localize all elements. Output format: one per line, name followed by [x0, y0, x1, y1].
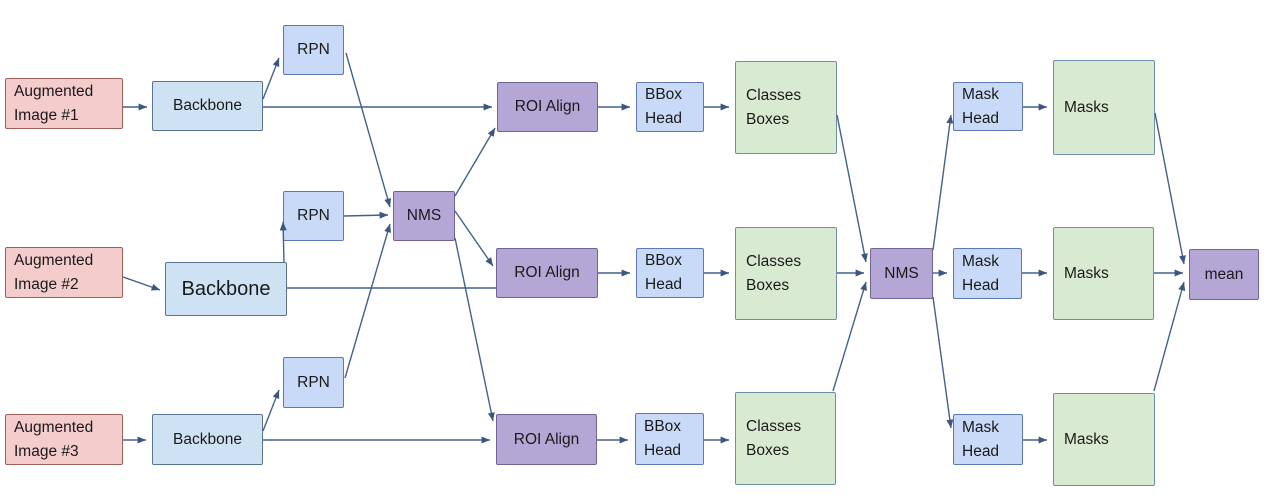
edge-classesboxes1-nms2	[836, 114, 868, 263]
node-rpn-3: RPN	[283, 357, 344, 408]
edge-nms1-roialign1	[454, 127, 496, 197]
node-mask-head-1: Mask Head	[953, 82, 1023, 131]
node-masks-1: Masks	[1053, 60, 1155, 155]
node-classes-boxes-1: Classes Boxes	[735, 61, 837, 154]
edge-rpn2-nms1	[343, 211, 389, 219]
edge-aug2-backbone2	[122, 276, 161, 291]
node-augmented-image-2: Augmented Image #2	[5, 247, 123, 298]
edge-rpn1-nms1	[345, 52, 392, 208]
node-masks-2: Masks	[1053, 227, 1154, 320]
node-roi-align-1: ROI Align	[497, 82, 598, 132]
node-mask-head-3: Mask Head	[953, 414, 1023, 465]
node-mask-head-2: Mask Head	[953, 248, 1022, 299]
node-bbox-head-2: BBox Head	[636, 248, 704, 298]
node-classes-boxes-2: Classes Boxes	[735, 227, 837, 320]
edge-backbone1-rpn1	[262, 57, 280, 100]
node-bbox-head-3: BBox Head	[635, 413, 704, 465]
node-backbone-1: Backbone	[152, 81, 263, 131]
node-rpn-1: RPN	[283, 25, 344, 75]
edge-nms2-maskhead1	[932, 114, 954, 251]
node-classes-boxes-3: Classes Boxes	[735, 392, 836, 485]
node-backbone-3: Backbone	[152, 414, 263, 465]
node-backbone-2: Backbone	[165, 262, 287, 316]
node-roi-align-2: ROI Align	[496, 248, 598, 298]
edge-nms1-roialign3	[454, 237, 495, 422]
node-masks-3: Masks	[1053, 393, 1155, 486]
edge-masks1-mean	[1154, 112, 1186, 265]
node-rpn-2: RPN	[283, 191, 344, 241]
node-augmented-image-1: Augmented Image #1	[5, 78, 123, 129]
edge-classesboxes3-nms2	[832, 281, 867, 392]
edge-nms2-maskhead3	[932, 296, 954, 429]
edge-rpn3-nms1	[344, 223, 392, 379]
node-mean: mean	[1189, 249, 1259, 300]
node-roi-align-3: ROI Align	[496, 414, 597, 465]
node-bbox-head-1: BBox Head	[636, 82, 704, 132]
edge-backbone3-rpn3	[262, 389, 280, 432]
edge-masks3-mean	[1153, 281, 1186, 392]
node-nms-1: NMS	[393, 191, 455, 241]
node-augmented-image-3: Augmented Image #3	[5, 414, 123, 465]
edge-nms1-roialign2	[454, 210, 494, 267]
node-nms-2: NMS	[870, 248, 933, 299]
